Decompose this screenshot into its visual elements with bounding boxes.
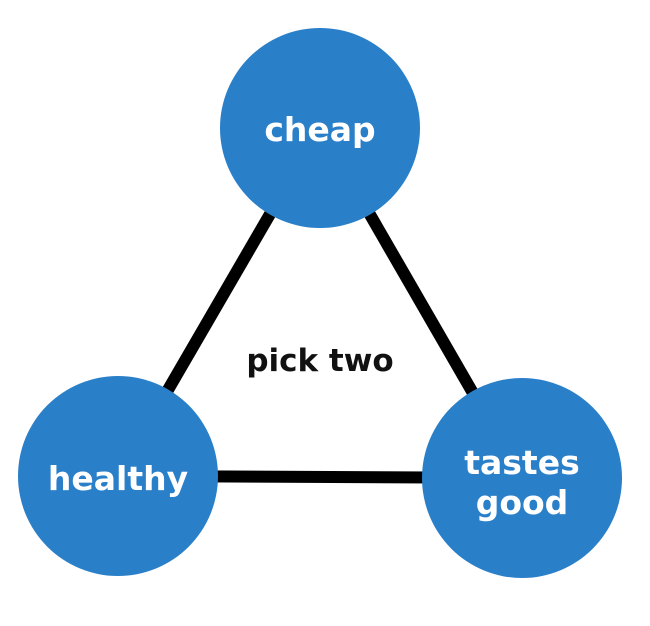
node-tastes-good-label-line2: good xyxy=(476,483,569,522)
node-healthy-circle xyxy=(18,376,218,576)
node-cheap-circle xyxy=(220,28,420,228)
node-healthy-label: healthy xyxy=(48,459,188,498)
node-cheap: cheap xyxy=(220,28,420,228)
node-tastes-good: tastes good xyxy=(422,378,622,578)
node-tastes-good-circle xyxy=(422,378,622,578)
center-label: pick two xyxy=(246,343,393,379)
node-cheap-label: cheap xyxy=(264,110,375,149)
node-healthy: healthy xyxy=(18,376,218,576)
node-tastes-good-label-line1: tastes xyxy=(464,443,579,482)
